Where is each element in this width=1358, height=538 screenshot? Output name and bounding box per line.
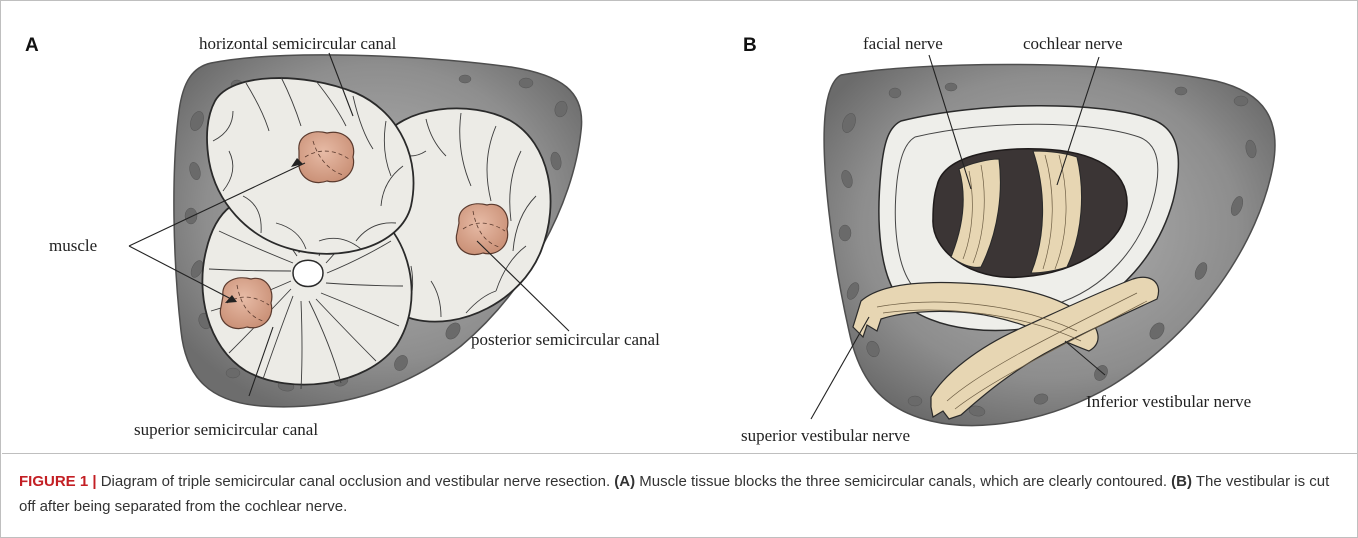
caption-text-1: Diagram of triple semicircular canal occ… <box>97 473 615 490</box>
label-inferior-vestibular-nerve: Inferior vestibular nerve <box>1086 392 1251 411</box>
label-horizontal-canal: horizontal semicircular canal <box>199 34 397 53</box>
label-superior-canal: superior semicircular canal <box>134 420 318 439</box>
muscle-plug-horizontal <box>299 132 354 183</box>
label-posterior-canal: posterior semicircular canal <box>471 330 660 349</box>
figure-caption: FIGURE 1 | Diagram of triple semicircula… <box>19 469 1339 519</box>
label-facial-nerve: facial nerve <box>863 34 943 53</box>
caption-b-ref: (B) <box>1171 473 1192 490</box>
label-muscle: muscle <box>49 236 97 255</box>
label-cochlear-nerve: cochlear nerve <box>1023 34 1123 53</box>
muscle-plug-superior <box>220 278 272 329</box>
caption-divider <box>2 453 1358 454</box>
muscle-plug-posterior <box>456 204 508 255</box>
superior-canal-hole <box>293 260 323 286</box>
label-superior-vestibular-nerve: superior vestibular nerve <box>741 426 910 445</box>
caption-text-2: Muscle tissue blocks the three semicircu… <box>635 473 1171 490</box>
caption-a-ref: (A) <box>614 473 635 490</box>
panel-a-diagram: horizontal semicircular canal muscle pos… <box>1 1 681 453</box>
figure-panels: A <box>1 1 1357 453</box>
panel-b-diagram: facial nerve cochlear nerve Inferior ves… <box>681 1 1357 453</box>
caption-figure-label: FIGURE 1 | <box>19 473 97 490</box>
